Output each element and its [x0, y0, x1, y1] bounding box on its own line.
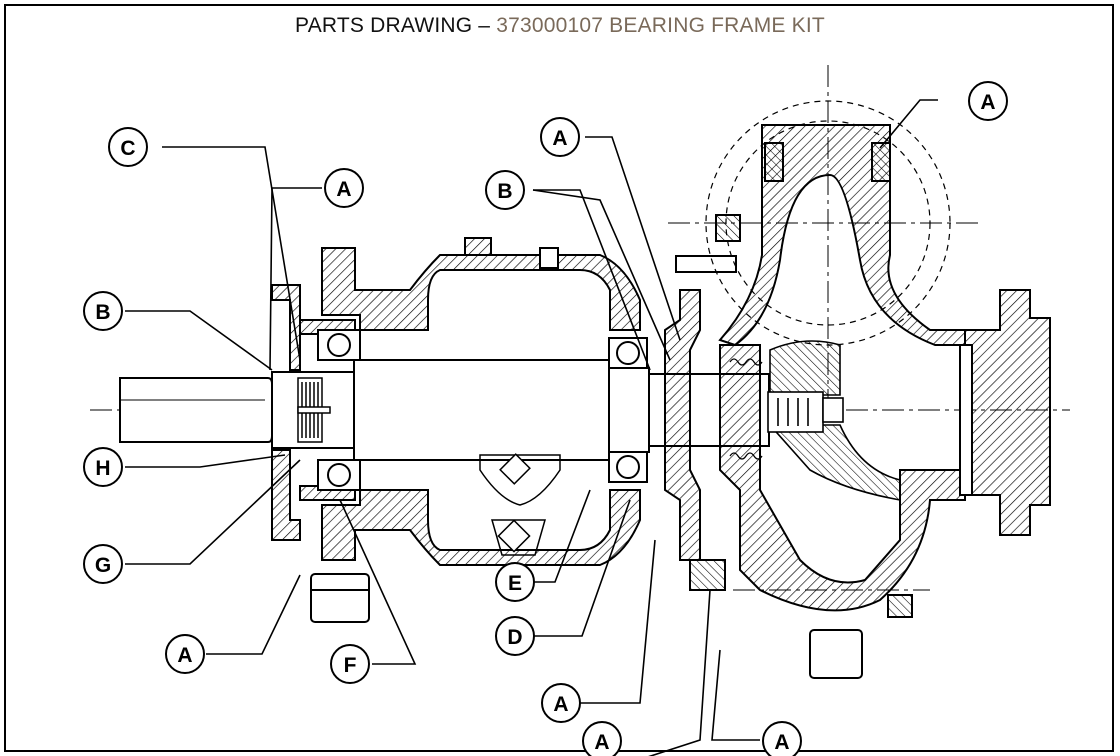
callout-a-lower-left[interactable]: A — [165, 634, 205, 674]
callout-label: B — [95, 301, 110, 324]
impeller — [767, 340, 901, 501]
callout-e[interactable]: E — [495, 562, 535, 602]
callout-label: A — [980, 91, 995, 114]
drawing-title: PARTS DRAWING – 373000107 BEARING FRAME … — [0, 14, 1120, 38]
callout-label: A — [594, 731, 609, 754]
callout-label: A — [774, 731, 789, 754]
callout-a-lower-middle[interactable]: A — [541, 683, 581, 723]
callout-label: A — [552, 127, 567, 150]
callout-a-bottom-middle[interactable]: A — [582, 721, 622, 756]
coupling-key — [297, 377, 331, 443]
callout-label: A — [336, 178, 351, 201]
bearings — [317, 329, 648, 491]
callout-label: C — [120, 137, 135, 160]
callout-label: A — [177, 644, 192, 667]
seal-springs — [729, 358, 763, 460]
callout-a-upper-left[interactable]: A — [324, 168, 364, 208]
callout-h[interactable]: H — [83, 447, 123, 487]
callout-a-upper-middle[interactable]: A — [540, 117, 580, 157]
callout-label: G — [95, 554, 111, 577]
callout-g[interactable]: G — [83, 544, 123, 584]
callout-c[interactable]: C — [108, 127, 148, 167]
callout-label: A — [553, 693, 568, 716]
adapter-flange — [664, 214, 741, 591]
callout-label: D — [507, 626, 522, 649]
callout-d[interactable]: D — [495, 616, 535, 656]
callout-label: B — [497, 180, 512, 203]
callout-b-middle[interactable]: B — [485, 170, 525, 210]
title-part-number: 373000107 BEARING FRAME KIT — [496, 14, 825, 37]
callout-label: E — [508, 572, 522, 595]
callout-label: H — [95, 457, 110, 480]
drain-plug — [310, 573, 863, 679]
callouts: A C A A B B H G — [83, 81, 1008, 756]
callout-label: F — [344, 654, 357, 677]
sight-glass — [479, 453, 561, 556]
callout-a-bottom-right[interactable]: A — [762, 721, 802, 756]
callout-f[interactable]: F — [330, 644, 370, 684]
pump-casing — [705, 100, 1051, 618]
callout-a-top-right[interactable]: A — [968, 81, 1008, 121]
title-prefix: PARTS DRAWING – — [295, 14, 497, 37]
leader-lines — [125, 99, 938, 756]
callout-b-left[interactable]: B — [83, 291, 123, 331]
